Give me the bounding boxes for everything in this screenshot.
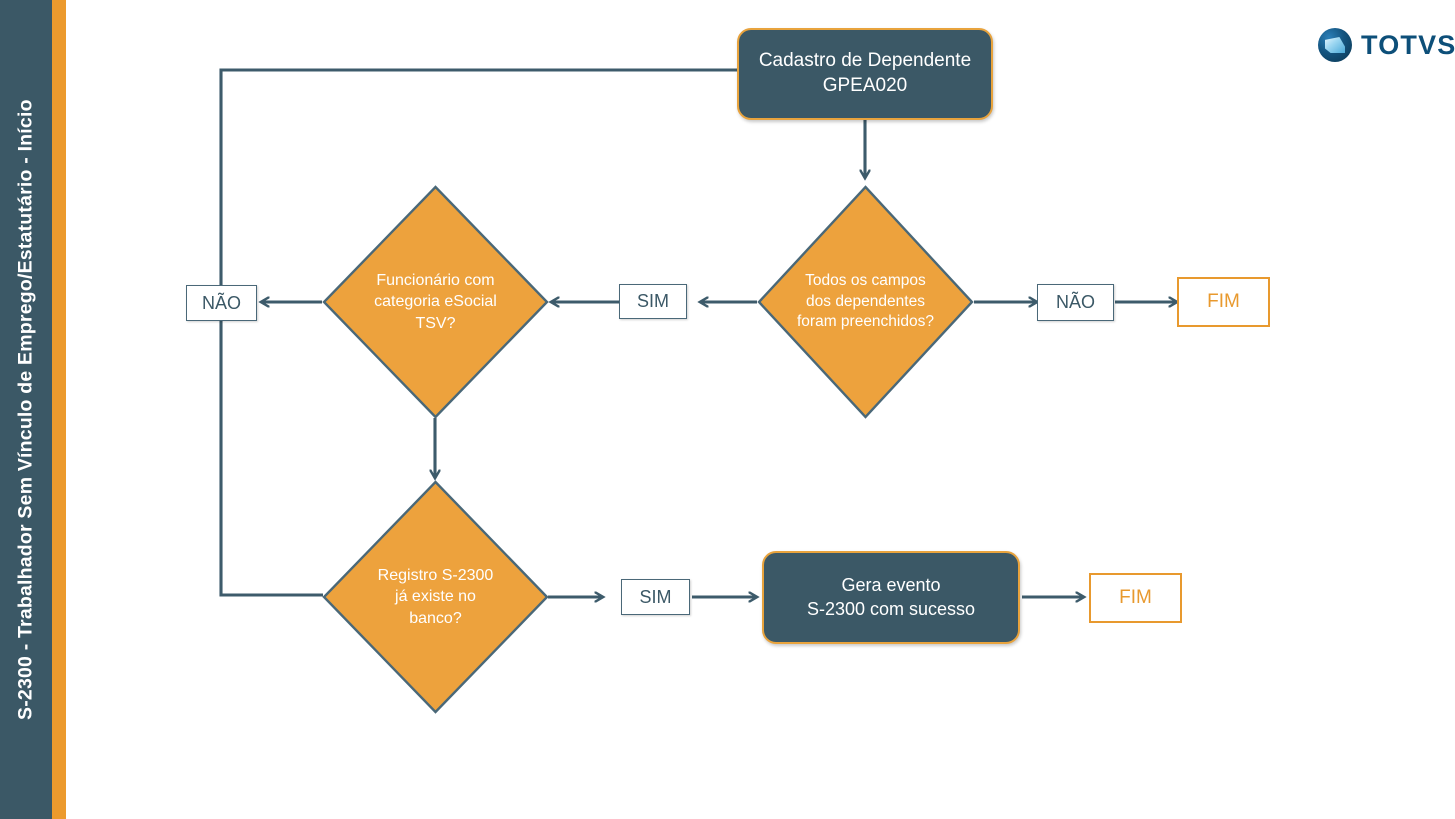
node-decision-categoria-tsv[interactable]: Funcionário com categoria eSocial TSV? — [322, 185, 549, 419]
node-decision-registro-existe[interactable]: Registro S-2300 já existe no banco? — [322, 480, 549, 714]
tag-nao-campos[interactable]: NÃO — [1037, 284, 1114, 321]
node-cadastro-dependente[interactable]: Cadastro de Dependente GPEA020 — [737, 28, 993, 120]
totvs-circle-logo-icon — [1318, 28, 1352, 62]
node-fim-bottom[interactable]: FIM — [1089, 573, 1182, 623]
totvs-logo: TOTVS — [1318, 28, 1455, 62]
sidebar-rail-dark — [0, 0, 52, 819]
page-title: S-2300 - Trabalhador Sem Vínculo de Empr… — [14, 99, 37, 720]
node-cadastro-line1: Cadastro de Dependente — [758, 50, 972, 72]
edge-registro-loop-to-start — [219, 302, 323, 597]
diamond-shape — [322, 480, 549, 714]
brand-name: TOTVS — [1361, 29, 1455, 60]
tag-sim-registro[interactable]: SIM — [621, 579, 690, 615]
diamond-shape — [322, 185, 549, 419]
gera-line1: Gera evento — [841, 575, 941, 596]
tag-nao-categoria[interactable]: NÃO — [186, 285, 257, 321]
node-gera-evento[interactable]: Gera evento S-2300 com sucesso — [762, 551, 1020, 644]
diamond-shape — [757, 185, 974, 419]
node-decision-campos-preenchidos[interactable]: Todos os campos dos dependentes foram pr… — [757, 185, 974, 419]
tag-sim-campos[interactable]: SIM — [619, 284, 687, 319]
node-fim-top[interactable]: FIM — [1177, 277, 1270, 327]
node-cadastro-line2: GPEA020 — [822, 75, 908, 96]
gera-line2: S-2300 com sucesso — [806, 598, 976, 619]
sidebar-rail-accent — [52, 0, 66, 819]
